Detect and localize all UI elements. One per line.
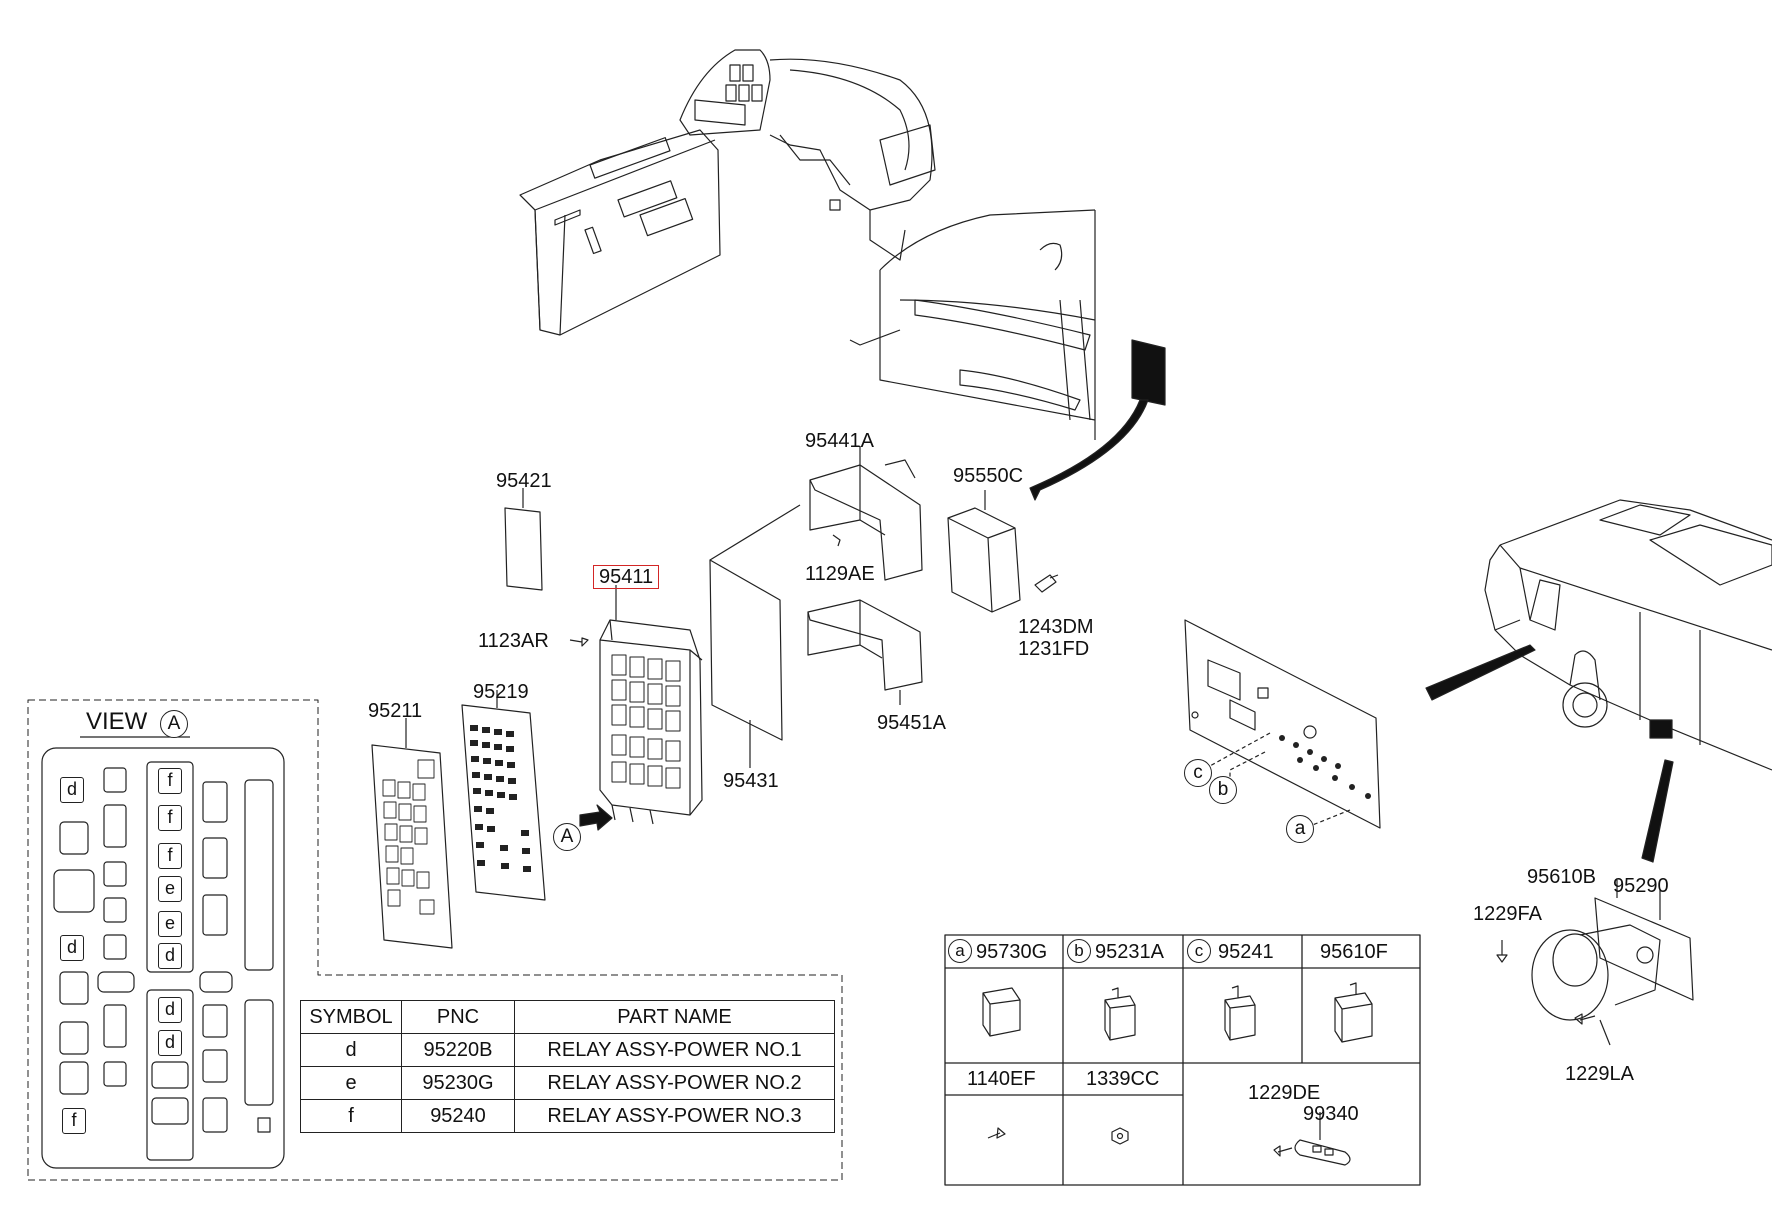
symbol-table: SYMBOL PNC PART NAME d 95220B RELAY ASSY… [300,1000,835,1133]
screw-1229FA [1496,940,1508,963]
view-a-title: VIEW [86,708,147,736]
nut-icon-1339CC [1111,1127,1129,1145]
part-label-95219[interactable]: 95219 [473,681,529,703]
relay-slot-d: d [158,1030,182,1056]
row-symbol: e [300,1066,402,1100]
bus-down-arrow [1641,759,1674,863]
screw-1123AR [569,637,589,647]
part-label-1229LA[interactable]: 1229LA [1565,1063,1634,1085]
part-95219-label [461,690,546,901]
relay-slot-d: d [60,777,84,803]
relay-slot-d: d [158,997,182,1023]
part-95610B-assembly [1531,880,1694,1021]
row-pnc: 95240 [401,1099,515,1133]
relay-slot-f: f [158,805,182,831]
row-pnc: 95230G [401,1066,515,1100]
col-header-pnc: PNC [401,1000,515,1034]
grid-part-1140EF[interactable]: 1140EF [967,1068,1036,1090]
view-a-title-prefix: VIEW [86,708,148,735]
table-row: e 95230G RELAY ASSY-POWER NO.2 [300,1066,835,1100]
grid-part-1339CC[interactable]: 1339CC [1086,1068,1160,1090]
grid-part-1229DE[interactable]: 1229DE [1248,1082,1321,1104]
relay-slot-f: f [62,1108,86,1134]
parts-grid-frame [944,934,1421,1186]
row-part-name: RELAY ASSY-POWER NO.2 [514,1066,835,1100]
row-symbol: f [300,1099,402,1133]
row-part-name: RELAY ASSY-POWER NO.1 [514,1033,835,1067]
relay-slot-f: f [158,768,182,794]
grid-marker-a: a [948,939,972,963]
part-label-1243DM[interactable]: 1243DM [1018,616,1094,638]
view-a-arrow [579,804,613,831]
grid-marker-c: c [1187,939,1211,963]
bus-illustration [1484,499,1772,771]
part-label-1123AR[interactable]: 1123AR [478,630,549,652]
relay-slot-d: d [158,943,182,969]
part-label-95421[interactable]: 95421 [496,470,552,492]
table-row: d 95220B RELAY ASSY-POWER NO.1 [300,1033,835,1067]
part-label-95451A[interactable]: 95451A [877,712,946,734]
grid-part-95241[interactable]: 95241 [1218,941,1274,963]
part-label-95411[interactable]: 95411 [593,565,660,589]
grid-part-95231A[interactable]: 95231A [1095,941,1164,963]
view-a-title-marker: A [160,710,188,738]
relay-icon-95610F [1334,982,1373,1043]
bus-location-arrow [1425,644,1536,701]
view-a-callout: A [553,823,581,851]
row-symbol: d [300,1033,402,1067]
part-label-95550C[interactable]: 95550C [953,465,1024,487]
screw-1229LA [1574,1013,1596,1025]
part-95431-panel [709,559,783,741]
grid-part-95610F[interactable]: 95610F [1320,941,1388,963]
row-part-name: RELAY ASSY-POWER NO.3 [514,1099,835,1133]
part-label-95441A[interactable]: 95441A [805,430,874,452]
relay-slot-d: d [60,935,84,961]
bracket-icon-99340 [1294,1112,1351,1166]
relay-slot-e: e [158,911,182,937]
symbol-table-header: SYMBOL PNC PART NAME [300,1000,835,1034]
relay-icon-95241 [1224,985,1256,1041]
panel-callout-c: c [1184,759,1212,787]
screw-icon-1140EF [987,1127,1006,1139]
part-95411-junction-box [599,585,703,825]
table-row: f 95240 RELAY ASSY-POWER NO.3 [300,1099,835,1133]
panel-callout-a: a [1286,815,1314,843]
relay-slot-f: f [158,843,182,869]
grid-part-99340[interactable]: 99340 [1303,1103,1359,1125]
view-a-relay-panel [41,747,285,1169]
part-95451A-bracket [807,599,923,705]
relay-slot-e: e [158,876,182,902]
screw-icon-1229DE [1273,1145,1293,1157]
panel-callout-b: b [1209,776,1237,804]
part-label-1229FA[interactable]: 1229FA [1473,903,1542,925]
part-label-95610B[interactable]: 95610B [1527,866,1596,888]
view-a-frame [27,699,843,1181]
relay-icon-95231A [1104,987,1136,1041]
part-95421-cover [504,507,543,591]
grid-marker-b: b [1067,939,1091,963]
part-95441A-bracket [809,446,923,581]
dashboard-location-arrow [1029,339,1166,501]
col-header-symbol: SYMBOL [300,1000,402,1034]
part-label-1129AE[interactable]: 1129AE [805,563,875,585]
relay-icon-95730G [982,987,1021,1037]
col-header-part-name: PART NAME [514,1000,835,1034]
dashboard-illustration [519,49,1096,440]
part-label-95211[interactable]: 95211 [368,700,423,722]
rear-connector-panel [1184,619,1381,831]
part-95211-label [371,718,453,949]
row-pnc: 95220B [401,1033,515,1067]
part-95550C-module [947,490,1021,613]
part-label-1231FD[interactable]: 1231FD [1018,638,1090,660]
part-label-95290[interactable]: 95290 [1613,875,1669,897]
screw-1243DM [1034,574,1059,593]
part-label-95431[interactable]: 95431 [723,770,779,792]
grid-part-95730G[interactable]: 95730G [976,941,1048,963]
